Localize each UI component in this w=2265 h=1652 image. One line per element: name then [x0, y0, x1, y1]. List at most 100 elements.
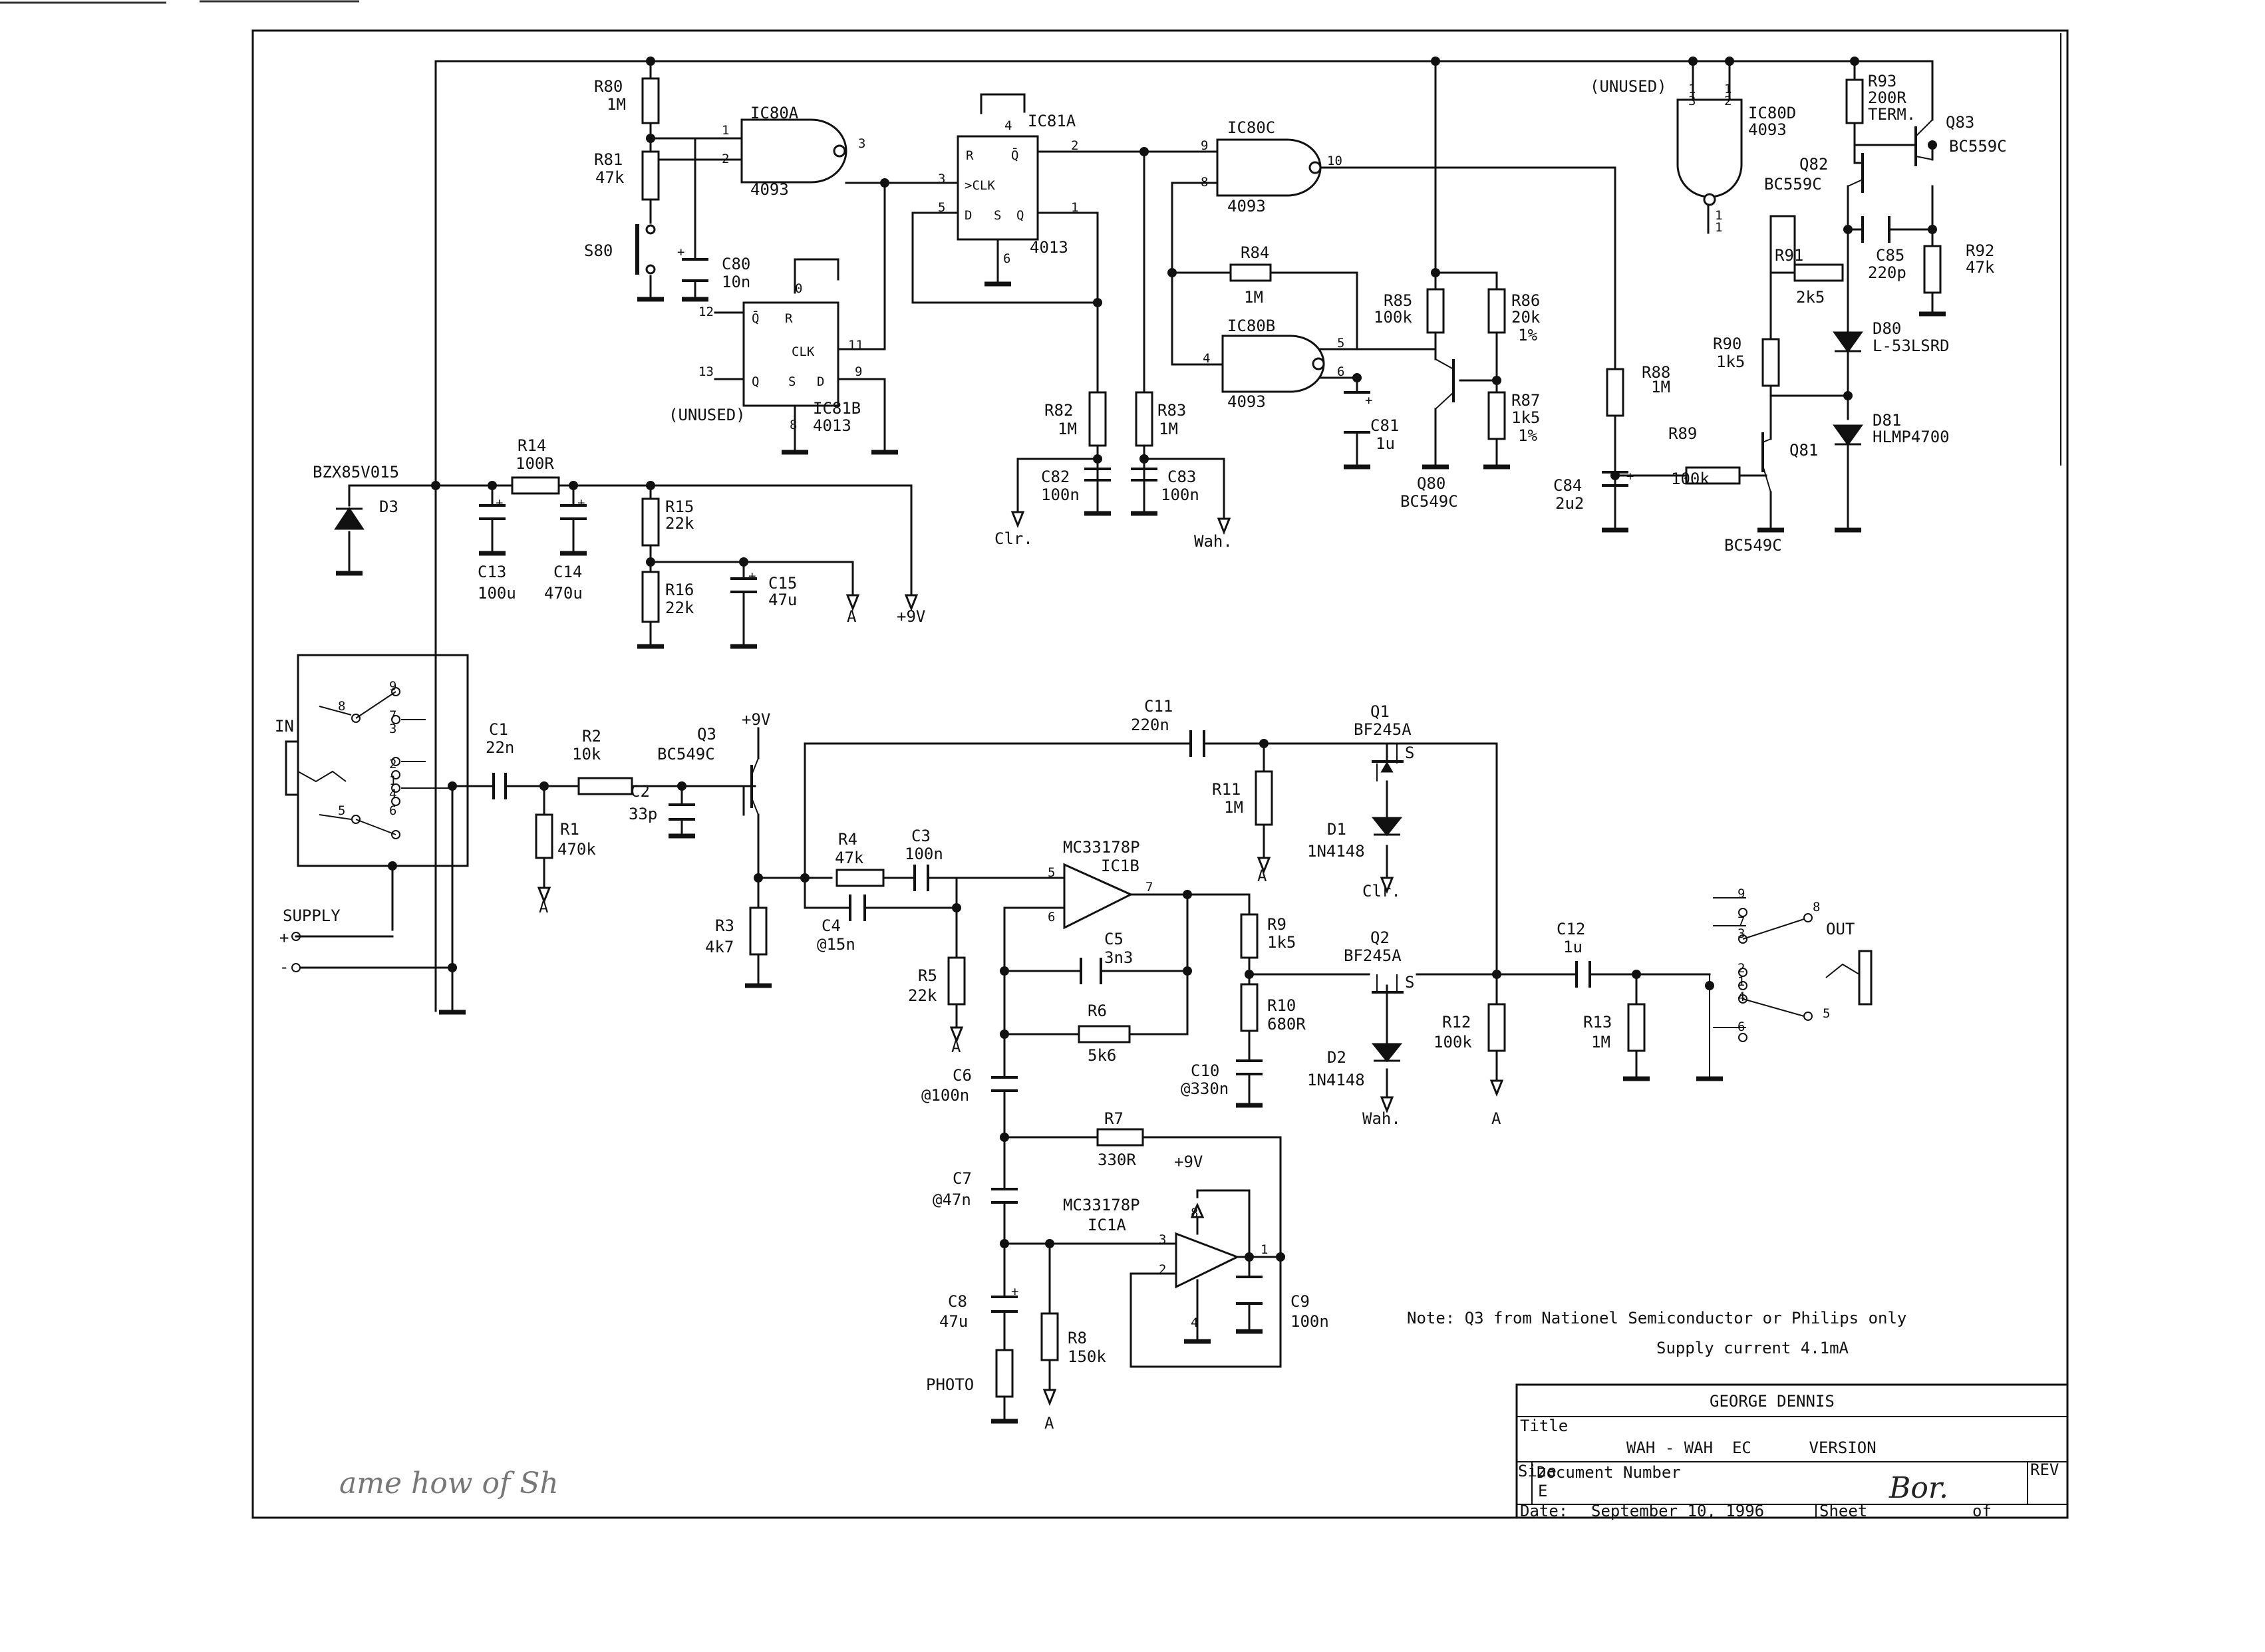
node-a-2: A — [1491, 1109, 1501, 1128]
ic80d-ref: IC80D — [1748, 104, 1796, 122]
node-a-3: A — [539, 898, 549, 916]
r10-value: 680R — [1267, 1015, 1306, 1033]
title-value: WAH - WAH EC VERSION — [1626, 1439, 1877, 1457]
r83-value: 1M — [1159, 420, 1178, 438]
c6-ref: C6 — [953, 1066, 972, 1085]
c8-ref: C8 — [948, 1292, 967, 1311]
r7-value: 330R — [1098, 1151, 1136, 1169]
svg-text:Q̄: Q̄ — [752, 310, 759, 326]
svg-text:1: 1 — [1688, 82, 1696, 96]
svg-text:S: S — [788, 374, 796, 389]
c84-value: 2u2 — [1555, 494, 1584, 513]
d2-ref: D2 — [1327, 1048, 1346, 1067]
c4-ref: C4 — [822, 916, 841, 935]
svg-text:2: 2 — [1071, 138, 1078, 153]
r13-value: 1M — [1591, 1033, 1610, 1051]
c13-ref: C13 — [478, 563, 506, 581]
svg-text:8: 8 — [1201, 175, 1208, 190]
wah-net-2: Wah. — [1362, 1109, 1401, 1128]
svg-text:4: 4 — [1191, 1315, 1198, 1330]
signature: Bor. — [1888, 1471, 1948, 1505]
unused-label-1: (UNUSED) — [669, 406, 746, 424]
title-company: GEORGE DENNIS — [1710, 1392, 1835, 1411]
r92-ref: R92 — [1966, 241, 1994, 260]
svg-text:3: 3 — [1737, 926, 1745, 941]
svg-text:6: 6 — [1048, 910, 1055, 924]
nand-gates — [740, 98, 1743, 393]
q82-type: BC559C — [1764, 175, 1822, 194]
supply-plus: + — [279, 928, 289, 947]
svg-text:10: 10 — [1327, 154, 1342, 168]
node-a-4: A — [951, 1037, 961, 1056]
r14-ref: R14 — [518, 436, 546, 455]
r82-value: 1M — [1058, 420, 1077, 438]
svg-text:2: 2 — [389, 757, 396, 771]
r90-ref: R90 — [1713, 335, 1741, 353]
ic1b-type: MC33178P — [1063, 838, 1140, 857]
svg-text:D: D — [965, 208, 972, 223]
svg-text:6: 6 — [389, 803, 396, 818]
q1-type: BF245A — [1354, 720, 1412, 739]
svg-text:9: 9 — [1737, 887, 1745, 901]
r11-ref: R11 — [1212, 780, 1241, 799]
c4-value: @15n — [817, 935, 855, 954]
switch-s80 — [635, 224, 656, 275]
r15-ref: R15 — [665, 497, 694, 516]
c1-ref: C1 — [489, 720, 508, 739]
c14-ref: C14 — [553, 563, 582, 581]
svg-text:Q: Q — [1016, 208, 1024, 223]
r81-value: 47k — [595, 168, 625, 187]
r11-value: 1M — [1224, 798, 1243, 817]
svg-text:+: + — [496, 495, 503, 510]
svg-text:R: R — [785, 311, 793, 326]
ground-symbols — [336, 281, 1946, 1424]
ic80a-ref: IC80A — [750, 104, 799, 122]
r83-ref: R83 — [1157, 401, 1186, 420]
r16-ref: R16 — [665, 581, 694, 599]
svg-text:5: 5 — [1823, 1006, 1830, 1021]
ic1a-type: MC33178P — [1063, 1196, 1140, 1214]
supply-minus: - — [279, 958, 289, 976]
svg-text:+: + — [1011, 1284, 1018, 1299]
ic80c-ref: IC80C — [1227, 118, 1275, 137]
d3-type: BZX85V015 — [313, 463, 399, 482]
svg-text:6: 6 — [1737, 1020, 1745, 1034]
c10-value: @330n — [1181, 1079, 1229, 1098]
svg-text:8: 8 — [338, 699, 345, 714]
svg-text:0: 0 — [795, 281, 802, 296]
r2-value: 10k — [572, 745, 601, 763]
c83-ref: C83 — [1167, 468, 1196, 486]
size-value: E — [1538, 1482, 1547, 1500]
wires — [295, 60, 1934, 1421]
wah-net-1: Wah. — [1194, 532, 1233, 551]
svg-text:R: R — [966, 148, 974, 163]
svg-text:3: 3 — [938, 172, 945, 186]
c8-value: 47u — [939, 1312, 968, 1331]
photo-label: PHOTO — [926, 1375, 974, 1394]
r93-value: 200R — [1868, 88, 1906, 107]
svg-text:3: 3 — [1159, 1232, 1166, 1247]
svg-text:3: 3 — [389, 722, 396, 736]
svg-text:4: 4 — [1004, 118, 1012, 133]
r81-ref: R81 — [594, 150, 623, 169]
svg-text:3: 3 — [858, 136, 865, 151]
d1-type: 1N4148 — [1307, 842, 1365, 861]
c85-ref: C85 — [1876, 246, 1904, 265]
r80-ref: R80 — [594, 77, 623, 96]
q80-type: BC549C — [1400, 492, 1458, 511]
s80-ref: S80 — [584, 241, 613, 260]
r14-value: 100R — [516, 454, 554, 473]
svg-text:1: 1 — [1715, 220, 1722, 235]
q2-source: S — [1405, 973, 1414, 992]
q83-type: BC559C — [1949, 137, 2007, 156]
svg-text:6: 6 — [1337, 364, 1344, 379]
r7-ref: R7 — [1104, 1109, 1124, 1128]
svg-text:9: 9 — [855, 364, 862, 379]
svg-text:5: 5 — [338, 803, 345, 818]
svg-text:2: 2 — [1737, 961, 1745, 976]
r15-value: 22k — [665, 514, 694, 533]
c13-value: 100u — [478, 584, 516, 603]
c1-value: 22n — [486, 738, 514, 757]
